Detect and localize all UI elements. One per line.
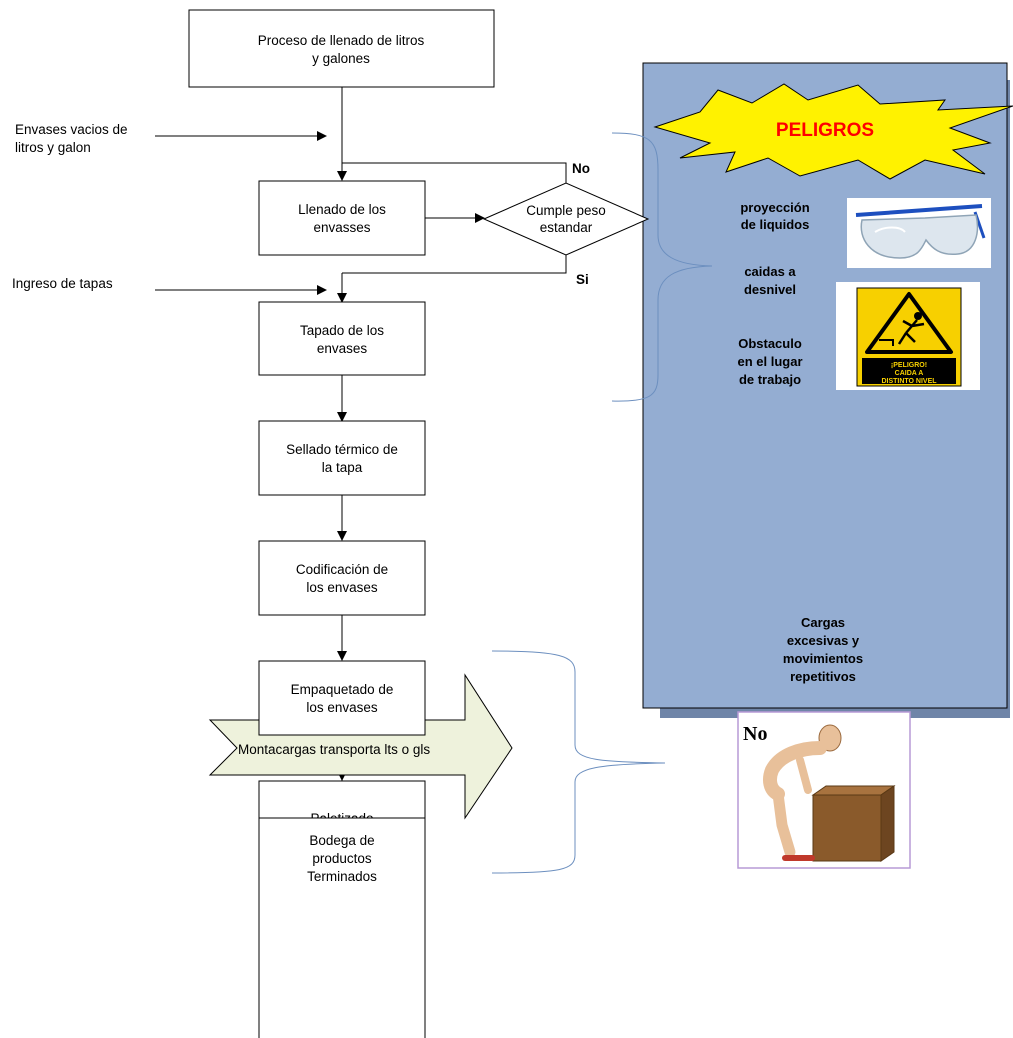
box-filling: Llenado de los envasses bbox=[258, 180, 426, 256]
box-filling-shape bbox=[258, 180, 426, 256]
sign-step bbox=[879, 339, 894, 346]
box-filling-line2: envasses bbox=[313, 220, 370, 235]
peligros-title: PELIGROS bbox=[776, 120, 874, 141]
yes-path bbox=[342, 255, 567, 274]
box-sealing-line1: Sellado térmico de bbox=[286, 442, 398, 457]
hazard-loads-line2: excesivas y bbox=[787, 633, 860, 648]
hazard-obstacle-line2: en el lugar bbox=[737, 354, 802, 369]
sign-figure-head bbox=[914, 312, 922, 320]
brace-top-lower bbox=[611, 265, 713, 402]
box-sealing-shape bbox=[258, 420, 426, 496]
box-coding: Codificación de los envases bbox=[258, 540, 426, 616]
box-capping-line2: envases bbox=[317, 341, 368, 356]
input-containers-line2: litros y galon bbox=[15, 140, 91, 155]
box-capping-line1: Tapado de los bbox=[300, 323, 384, 338]
box-coding-line2: los envases bbox=[306, 580, 378, 595]
box-warehouse-shape bbox=[258, 817, 426, 1038]
decision-shape bbox=[482, 182, 650, 256]
box-start-line2: y galones bbox=[312, 51, 370, 66]
box-packing-line2: los envases bbox=[306, 700, 378, 715]
hazard-braces bbox=[491, 132, 713, 874]
box-start-shape bbox=[188, 9, 495, 88]
hazard-loads-line1: Cargas bbox=[801, 615, 845, 630]
box-sealing: Sellado térmico de la tapa bbox=[258, 420, 426, 496]
sign-text-line1: ¡PELIGRO! bbox=[891, 362, 927, 369]
peligros-burst: PELIGROS bbox=[653, 83, 1013, 180]
brace-bottom-upper bbox=[491, 650, 666, 764]
transport-arrow: Montacargas transporta lts o gls bbox=[208, 673, 513, 820]
lifting-box bbox=[812, 794, 882, 862]
hazard-obstacle-line3: de trabajo bbox=[739, 372, 801, 387]
sign-text-line3: DISTINTO NIVEL bbox=[881, 378, 937, 385]
sign-text-line2: CAIDA A bbox=[895, 370, 924, 377]
decision-no-label: No bbox=[572, 161, 590, 176]
hazard-labels: proyección de liquidos caidas a desnivel… bbox=[737, 200, 863, 684]
lifting-box-top bbox=[811, 785, 896, 796]
decision-line1: Cumple peso bbox=[526, 203, 606, 218]
brace-bottom-lower bbox=[491, 762, 666, 874]
loop-no-path bbox=[342, 162, 567, 183]
hazard-obstacle-line1: Obstaculo bbox=[738, 336, 802, 351]
decision-yes-label: Si bbox=[576, 272, 589, 287]
glasses-glare bbox=[874, 226, 906, 233]
brace-top-upper bbox=[611, 132, 713, 267]
input-caps-label: Ingreso de tapas bbox=[12, 276, 113, 291]
box-packing-line1: Empaquetado de bbox=[291, 682, 394, 697]
transport-arrow-shape bbox=[208, 673, 513, 820]
hazard-loads-line3: movimientos bbox=[783, 651, 863, 666]
hazard-loads-line4: repetitivos bbox=[790, 669, 856, 684]
box-packing: Empaquetado de los envases bbox=[258, 660, 426, 736]
box-packing-shape bbox=[258, 660, 426, 736]
box-warehouse: Bodega de productos Terminados bbox=[258, 817, 426, 1038]
hazard-fall-line1: caidas a bbox=[744, 264, 796, 279]
box-warehouse-line3: Terminados bbox=[307, 869, 377, 884]
box-warehouse-line2: productos bbox=[312, 851, 372, 866]
glasses-temple-top bbox=[855, 204, 983, 217]
sign-text-panel bbox=[862, 358, 956, 384]
box-start-line1: Proceso de llenado de litros bbox=[258, 33, 425, 48]
box-sealing-line2: la tapa bbox=[322, 460, 363, 475]
safety-glasses-image bbox=[847, 198, 991, 268]
transport-label: Montacargas transporta lts o gls bbox=[238, 742, 430, 757]
hazard-liquid-line1: proyección bbox=[740, 200, 809, 215]
input-containers-line1: Envases vacios de bbox=[15, 122, 128, 137]
sign-figure-body bbox=[897, 319, 925, 345]
lifting-figure-torso bbox=[763, 741, 827, 801]
decision-weight: Cumple peso estandar bbox=[482, 182, 650, 256]
box-coding-shape bbox=[258, 540, 426, 616]
lifting-box-side bbox=[880, 785, 895, 862]
box-start: Proceso de llenado de litros y galones bbox=[188, 9, 495, 88]
decision-line2: estandar bbox=[540, 220, 593, 235]
box-capping-shape bbox=[258, 301, 426, 376]
lifting-figure-leg bbox=[772, 788, 796, 858]
burst-shape bbox=[653, 83, 1013, 180]
box-filling-line1: Llenado de los bbox=[298, 202, 386, 217]
fall-warning-sign: ¡PELIGRO! CAIDA A DISTINTO NIVEL bbox=[836, 282, 980, 390]
lifting-figure-arm bbox=[796, 756, 812, 794]
glasses-lens bbox=[860, 214, 979, 259]
lifting-no-label: No bbox=[743, 723, 767, 745]
hazard-fall-line2: desnivel bbox=[744, 282, 796, 297]
lifting-warning-image: No bbox=[737, 711, 911, 869]
box-warehouse-line1: Bodega de bbox=[309, 833, 374, 848]
box-coding-line1: Codificación de bbox=[296, 562, 388, 577]
box-capping: Tapado de los envases bbox=[258, 301, 426, 376]
hazard-liquid-line2: de liquidos bbox=[741, 217, 810, 232]
